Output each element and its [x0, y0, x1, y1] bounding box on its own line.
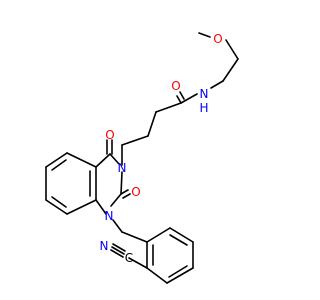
bond-ar-c5-c6	[169, 227, 194, 243]
bond-ch2-ch2-c	[121, 135, 149, 146]
bond-c5-c6	[45, 152, 68, 168]
bond-ch2-ch2	[222, 58, 239, 82]
atom-ring-nitrogen-n3: N	[118, 161, 127, 175]
atom-carbonyl-oxygen-c4: O	[105, 128, 114, 142]
bond-ar-cn	[128, 257, 148, 269]
atom-amide-oxygen: O	[171, 79, 180, 93]
bond-c5-c6-inner	[51, 159, 67, 171]
bond-n1-ch2	[112, 219, 123, 233]
bond-ar-inner-2	[168, 265, 188, 278]
atom-nitrile-carbon: C	[125, 251, 133, 265]
atom-amide-hydrogen: H	[199, 101, 208, 115]
atom-label-layer: O N H O O N O N N C	[100, 32, 223, 265]
bond-ch2-nh	[210, 80, 224, 89]
bond-c4a-c4	[95, 153, 111, 168]
bond-amide-c-o-2	[179, 91, 185, 100]
bond-c2-o-2	[122, 193, 131, 199]
atom-carbonyl-oxygen-c2: O	[131, 185, 140, 199]
bond-n1-c8a	[95, 199, 107, 215]
atom-amide-nitrogen: N	[200, 87, 209, 101]
atom-ring-nitrogen-n1: N	[105, 209, 114, 223]
bond-c7-c8-inner	[51, 196, 67, 208]
bond-ar-inner-3	[169, 234, 188, 246]
bond-ar-c6-c1	[146, 227, 171, 243]
bond-c4-n3	[109, 153, 120, 165]
bond-co-ch2-a	[155, 102, 182, 113]
bond-c4a-c5	[66, 152, 97, 168]
atom-methoxy-oxygen: O	[213, 32, 222, 46]
bond-c8-c8a	[66, 199, 97, 215]
bond-nh-co	[180, 93, 198, 104]
bond-o-ch2	[225, 39, 239, 60]
atom-nitrile-nitrogen: N	[100, 239, 109, 253]
molecule-structure: O N H O O N O N N C	[45, 32, 239, 284]
bond-ar-c3-c4	[166, 267, 194, 284]
bond-nitrile-3	[110, 249, 124, 258]
bond-c7-c8	[45, 199, 68, 215]
bond-ch2-ch2-b	[147, 111, 157, 137]
bond-n3-c2	[120, 171, 123, 195]
bond-nitrile-1	[111, 246, 125, 255]
bond-c2-o-1	[120, 189, 129, 195]
bond-ch2-ar	[121, 231, 148, 243]
bond-c2-n1	[110, 193, 122, 207]
bond-layer	[45, 32, 239, 284]
bond-amide-c-o-1	[176, 95, 182, 104]
bond-ar-c2-c3	[146, 267, 168, 284]
bond-nitrile-2	[112, 243, 126, 252]
bond-ch3-o	[198, 32, 211, 38]
